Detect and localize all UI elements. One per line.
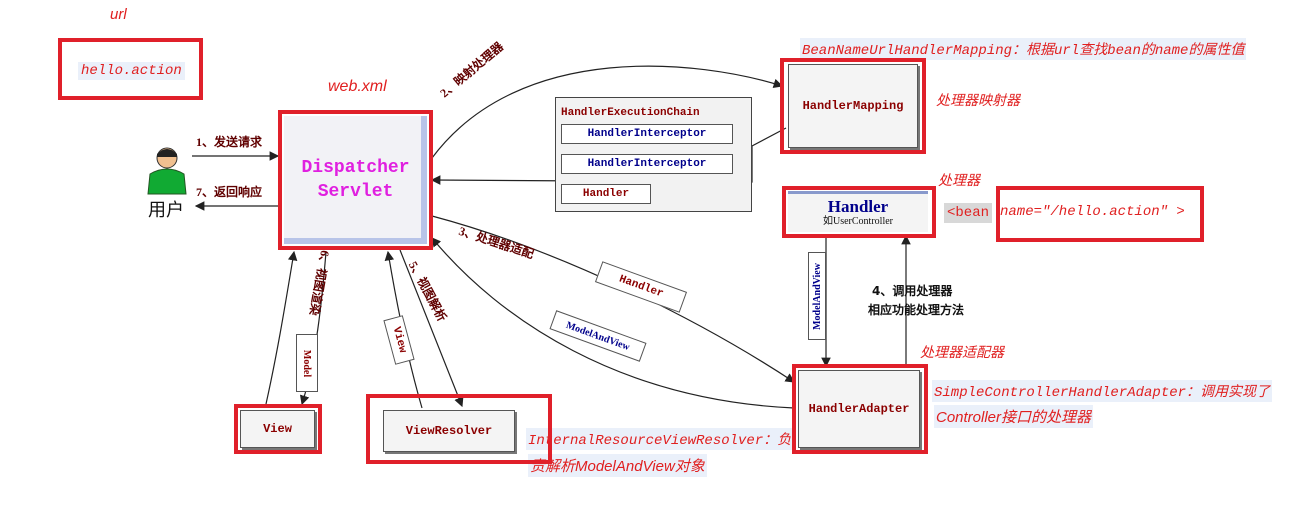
adapter-desc-1: SimpleControllerHandlerAdapter：调用实现了 [932,380,1273,402]
user-icon [144,144,190,196]
chain-handler: Handler [561,184,651,204]
url-highlight-box [58,38,203,100]
url-label: url [110,6,127,23]
adapter-cn: 处理器适配器 [920,344,1004,360]
dispatcher-line2: Servlet [317,182,394,202]
view-node: View [240,410,315,448]
arrow-view-up [265,250,298,405]
view-label: View [263,422,292,436]
interceptor-2: HandlerInterceptor [561,154,733,174]
handler-adapter-node: HandlerAdapter [798,370,920,448]
url-value: hello.action [78,62,185,80]
handler-mapping-cn: 处理器映射器 [936,92,1020,108]
handler-adapter-label: HandlerAdapter [808,402,910,416]
chain-title: HandlerExecutionChain [561,107,700,119]
arrow-view-resolve [399,249,464,408]
bean-highlight-box [996,186,1204,242]
bean-rest: name="/hello.action" > [1000,204,1185,220]
handler-title: Handler [827,197,889,216]
step-7: 7、返回响应 [196,185,263,199]
interceptor-1: HandlerInterceptor [561,124,733,144]
edge-label-model-and-view-vertical-text: ModelAndView [811,262,823,330]
handler-mapping-highlight-box [780,58,926,154]
user-label: 用户 [148,200,184,220]
step-1: 1、发送请求 [196,135,263,149]
bean-prefix: <bean [944,203,993,223]
dispatcher-highlight-box [278,110,433,250]
dispatcher-servlet: Dispatcher Servlet [284,116,427,244]
arrow-model-and-view [431,237,795,409]
handler-mapping-label: HandlerMapping [802,99,904,113]
handler-cn: 处理器 [938,172,980,188]
view-resolver-label: ViewResolver [405,424,493,438]
handler-mapping-desc: BeanNameUrlHandlerMapping：根据url查找bean的na… [800,38,1247,60]
dispatcher-line1: Dispatcher [301,158,410,178]
handler-highlight-box [782,186,936,238]
handler-sub: 如UserController [823,216,893,227]
edge-label-model: Model [296,334,318,392]
adapter-desc-2: Controller接口的处理器 [934,405,1094,428]
step-4-line2: 相应功能处理方法 [868,303,965,317]
view-resolver-node: ViewResolver [383,410,515,452]
arrow-map-handler [431,65,784,159]
handler-adapter-highlight-box [792,364,928,454]
step-4-line1: 4、调用处理器 [872,284,953,298]
edge-label-model-text: Model [301,349,313,377]
view-highlight-box [234,404,322,454]
handler-node: Handler 如UserController [788,191,928,232]
handler-mapping-node: HandlerMapping [788,64,918,148]
edge-label-model-and-view-vertical: ModelAndView [808,252,826,340]
viewresolver-desc-1: InternalResourceViewResolver：负 [526,428,794,450]
view-resolver-highlight-box [366,394,552,464]
viewresolver-desc-2: 责解析ModelAndView对象 [528,454,707,477]
webxml-label: web.xml [328,78,387,95]
